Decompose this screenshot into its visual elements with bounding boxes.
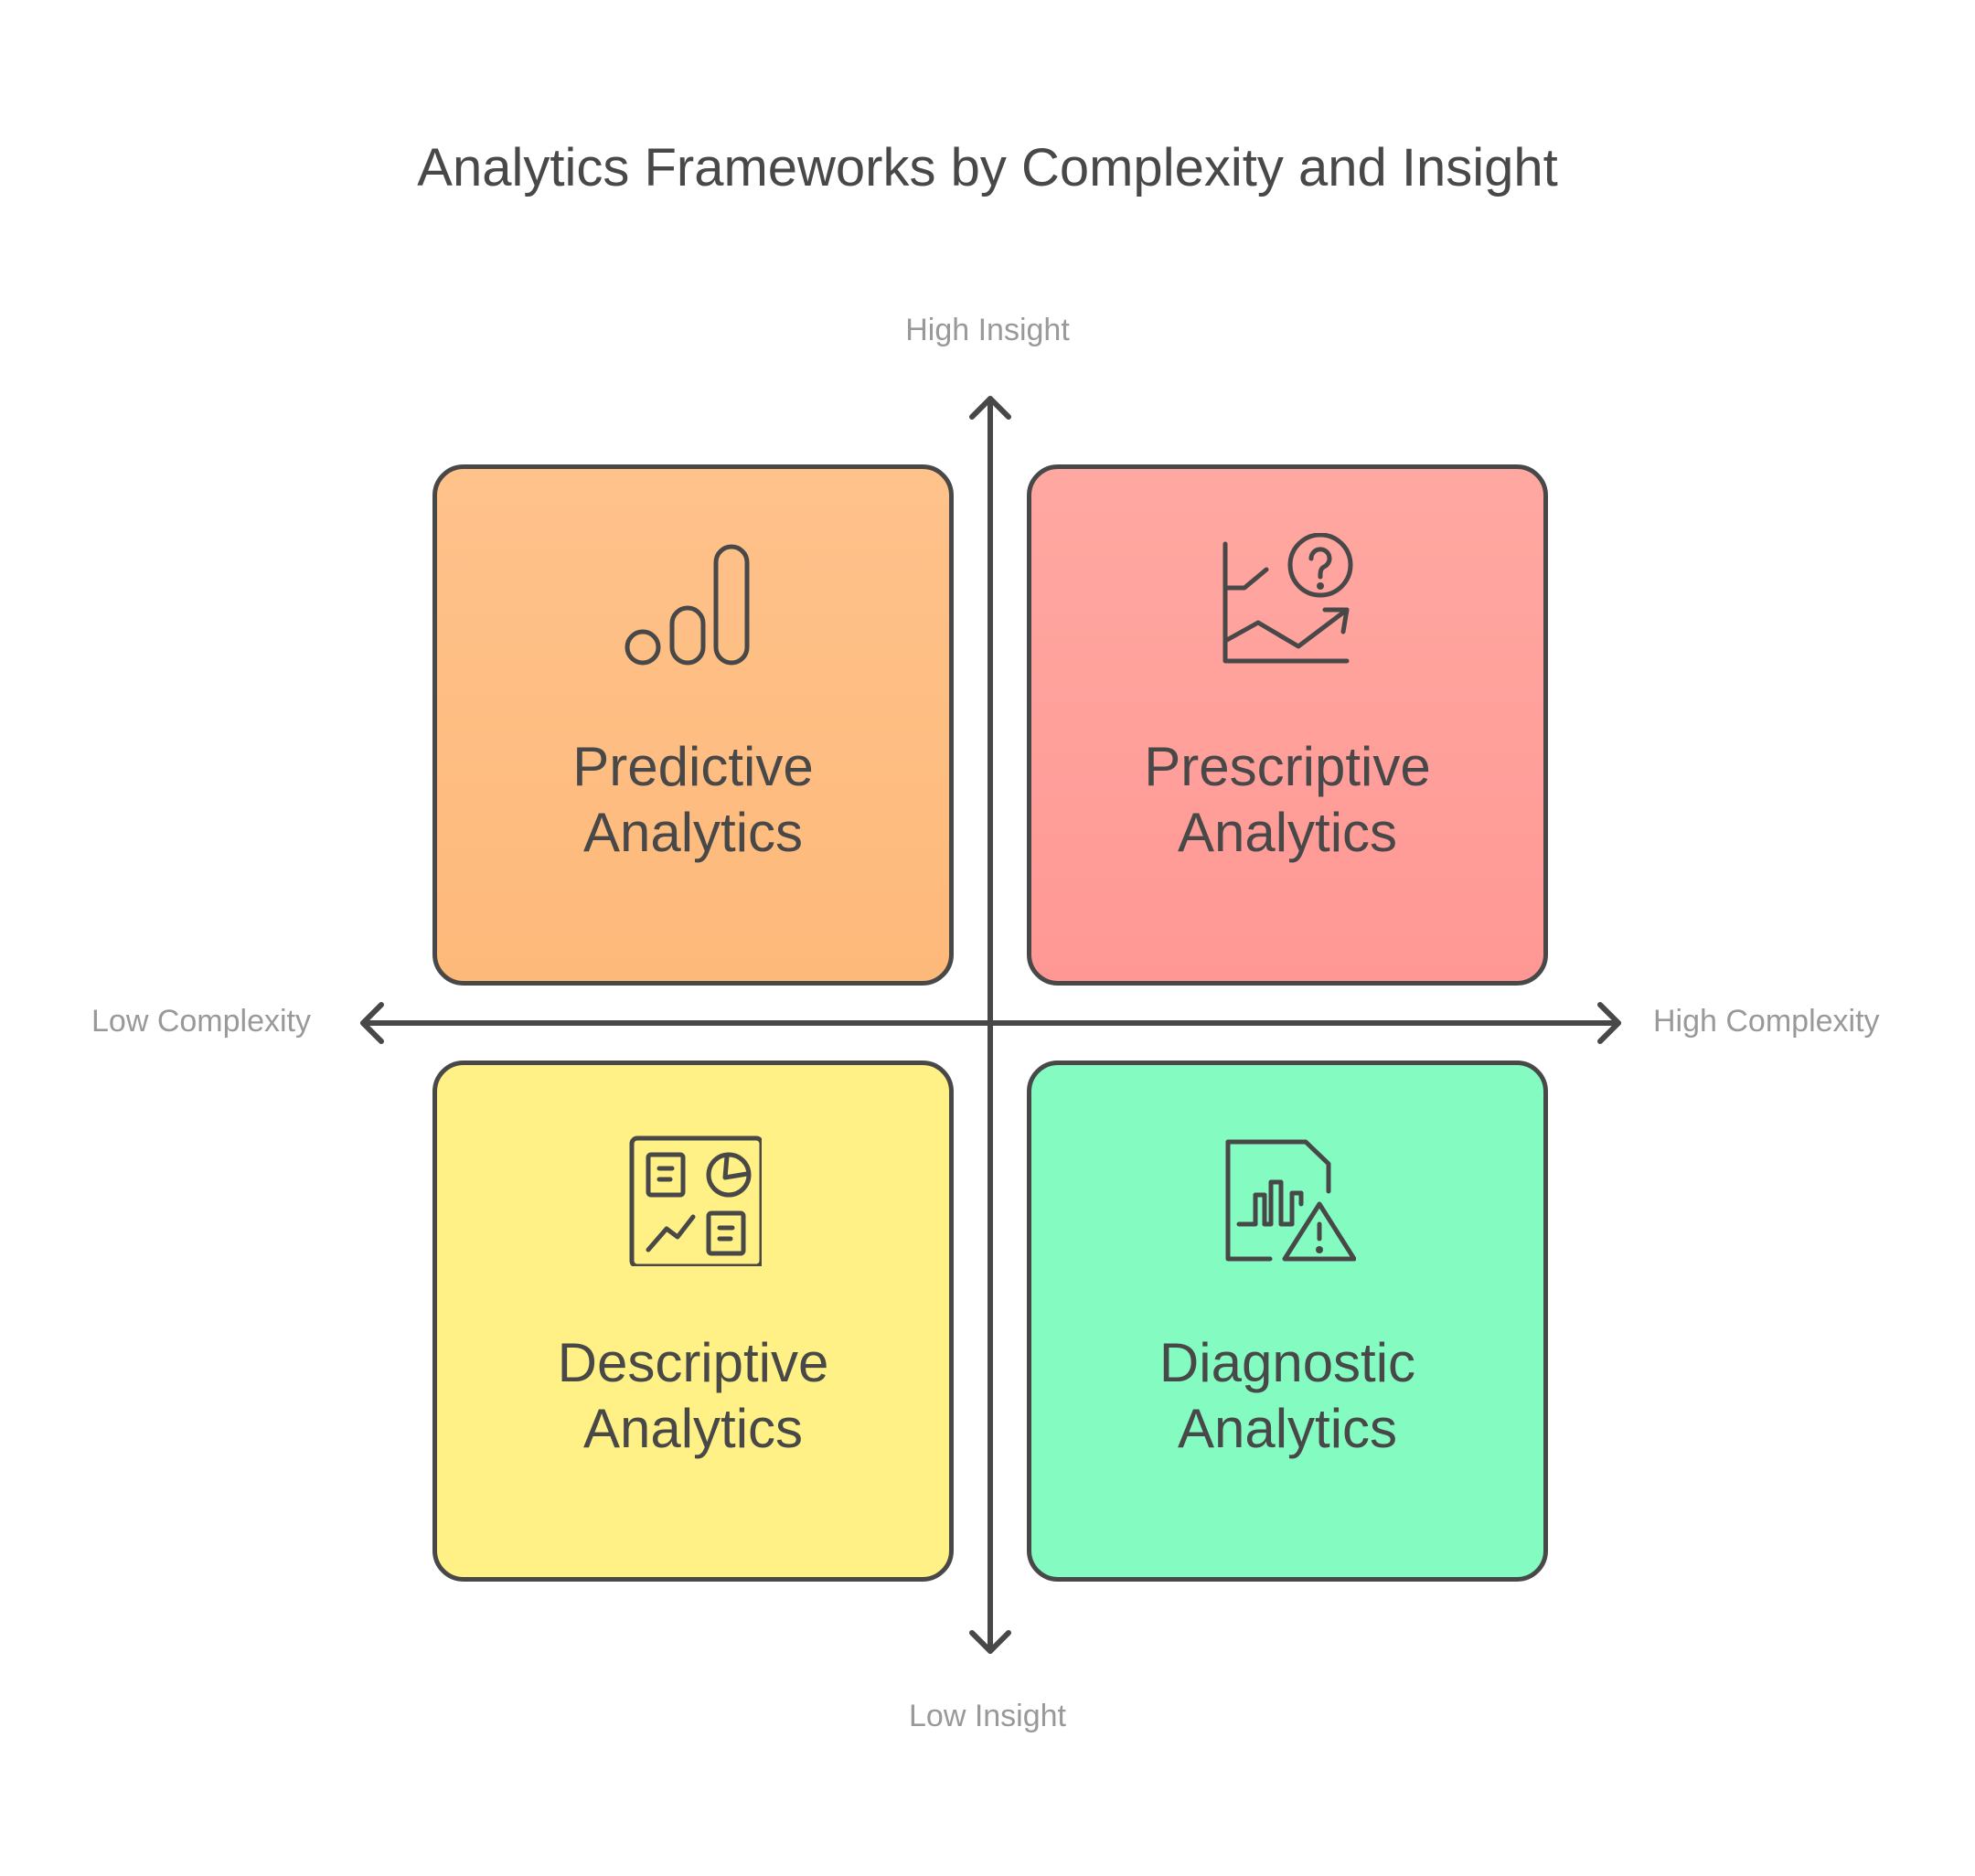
quadrant-title-line2: Analytics bbox=[582, 802, 804, 863]
quadrant-predictive-analytics: Predictive Analytics bbox=[432, 464, 954, 986]
dashboard-icon bbox=[629, 1135, 762, 1266]
quadrant-title-line1: Descriptive bbox=[557, 1332, 829, 1393]
axis-label-low-insight: Low Insight bbox=[909, 1699, 1066, 1733]
rising-bars-icon bbox=[625, 544, 750, 666]
quadrant-diagnostic-analytics: Diagnostic Analytics bbox=[1027, 1061, 1548, 1582]
quadrant-title-line1: Predictive bbox=[572, 736, 814, 797]
quadrant-title-line2: Analytics bbox=[1177, 1398, 1398, 1459]
quadrant-title-line2: Analytics bbox=[582, 1398, 804, 1459]
axis-label-low-complexity: Low Complexity bbox=[91, 1004, 311, 1039]
chart-question-icon bbox=[1222, 533, 1353, 664]
quadrant-descriptive-analytics: Descriptive Analytics bbox=[432, 1061, 954, 1582]
horizontal-axis-arrow bbox=[360, 1002, 1621, 1044]
quadrant-prescriptive-analytics: Prescriptive Analytics bbox=[1027, 464, 1548, 986]
diagram-title: Analytics Frameworks by Complexity and I… bbox=[417, 138, 1558, 197]
axis-label-high-complexity: High Complexity bbox=[1653, 1004, 1880, 1039]
report-warning-icon bbox=[1225, 1139, 1356, 1262]
quadrant-title-line1: Diagnostic bbox=[1158, 1332, 1416, 1393]
quadrant-title-line2: Analytics bbox=[1177, 802, 1398, 863]
axis-label-high-insight: High Insight bbox=[905, 313, 1070, 347]
quadrant-title-line1: Prescriptive bbox=[1144, 736, 1431, 797]
